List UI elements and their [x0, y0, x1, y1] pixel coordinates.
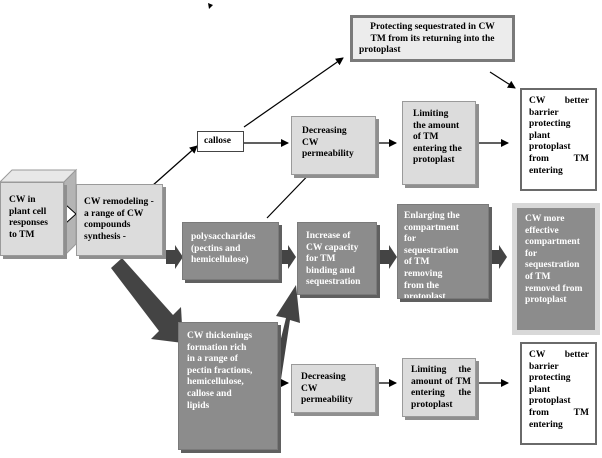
block-arrow-4 [490, 245, 507, 269]
box-protecting-sequestrated: Protecting sequestrated in CW TM from it… [350, 15, 515, 62]
block-arrow-3 [380, 245, 397, 269]
big-arrow-to-thickenings [111, 258, 183, 343]
box-effective-compartment: CW more effective compartment for seques… [512, 203, 600, 335]
box-limiting-bottom: Limiting the amount of TM entering the p… [402, 358, 476, 417]
box-callose: callose [197, 131, 244, 152]
corner-mark [208, 3, 213, 9]
block-arrow-2 [279, 245, 296, 269]
box-cw-thickenings: CW thickenings formation rich in a range… [178, 322, 278, 450]
block-arrow-1 [166, 245, 183, 269]
box-barrier-top: CW better barrier protecting plant proto… [520, 88, 597, 191]
block-3d-top [0, 169, 78, 183]
arrow-remodeling-to-callose [151, 145, 198, 187]
box-polysaccharides: polysaccharides (pectins and hemicellulo… [182, 222, 279, 280]
arrow-callose-to-protecting [243, 57, 344, 128]
box-cw-remodeling: CW remodeling - a range of CW compounds … [76, 184, 163, 256]
arrow-protecting-to-barrier [489, 71, 516, 89]
box-limiting-top: Limiting the amount of TM entering the p… [402, 101, 476, 185]
box-barrier-bottom: CW better barrier protecting plant proto… [520, 342, 597, 445]
box-decreasing-permeability-bottom: Decreasing CW permeability [291, 364, 376, 413]
box-increase-capacity: Increase of CW capacity for TM binding a… [297, 222, 377, 295]
box-enlarging-compartment: Enlarging the compartment for sequestrat… [397, 204, 489, 299]
box-cw-in-plant-cell: CW in plant cell responses to TM [0, 182, 64, 256]
box-decreasing-permeability-top: Decreasing CW permeability [291, 116, 376, 175]
